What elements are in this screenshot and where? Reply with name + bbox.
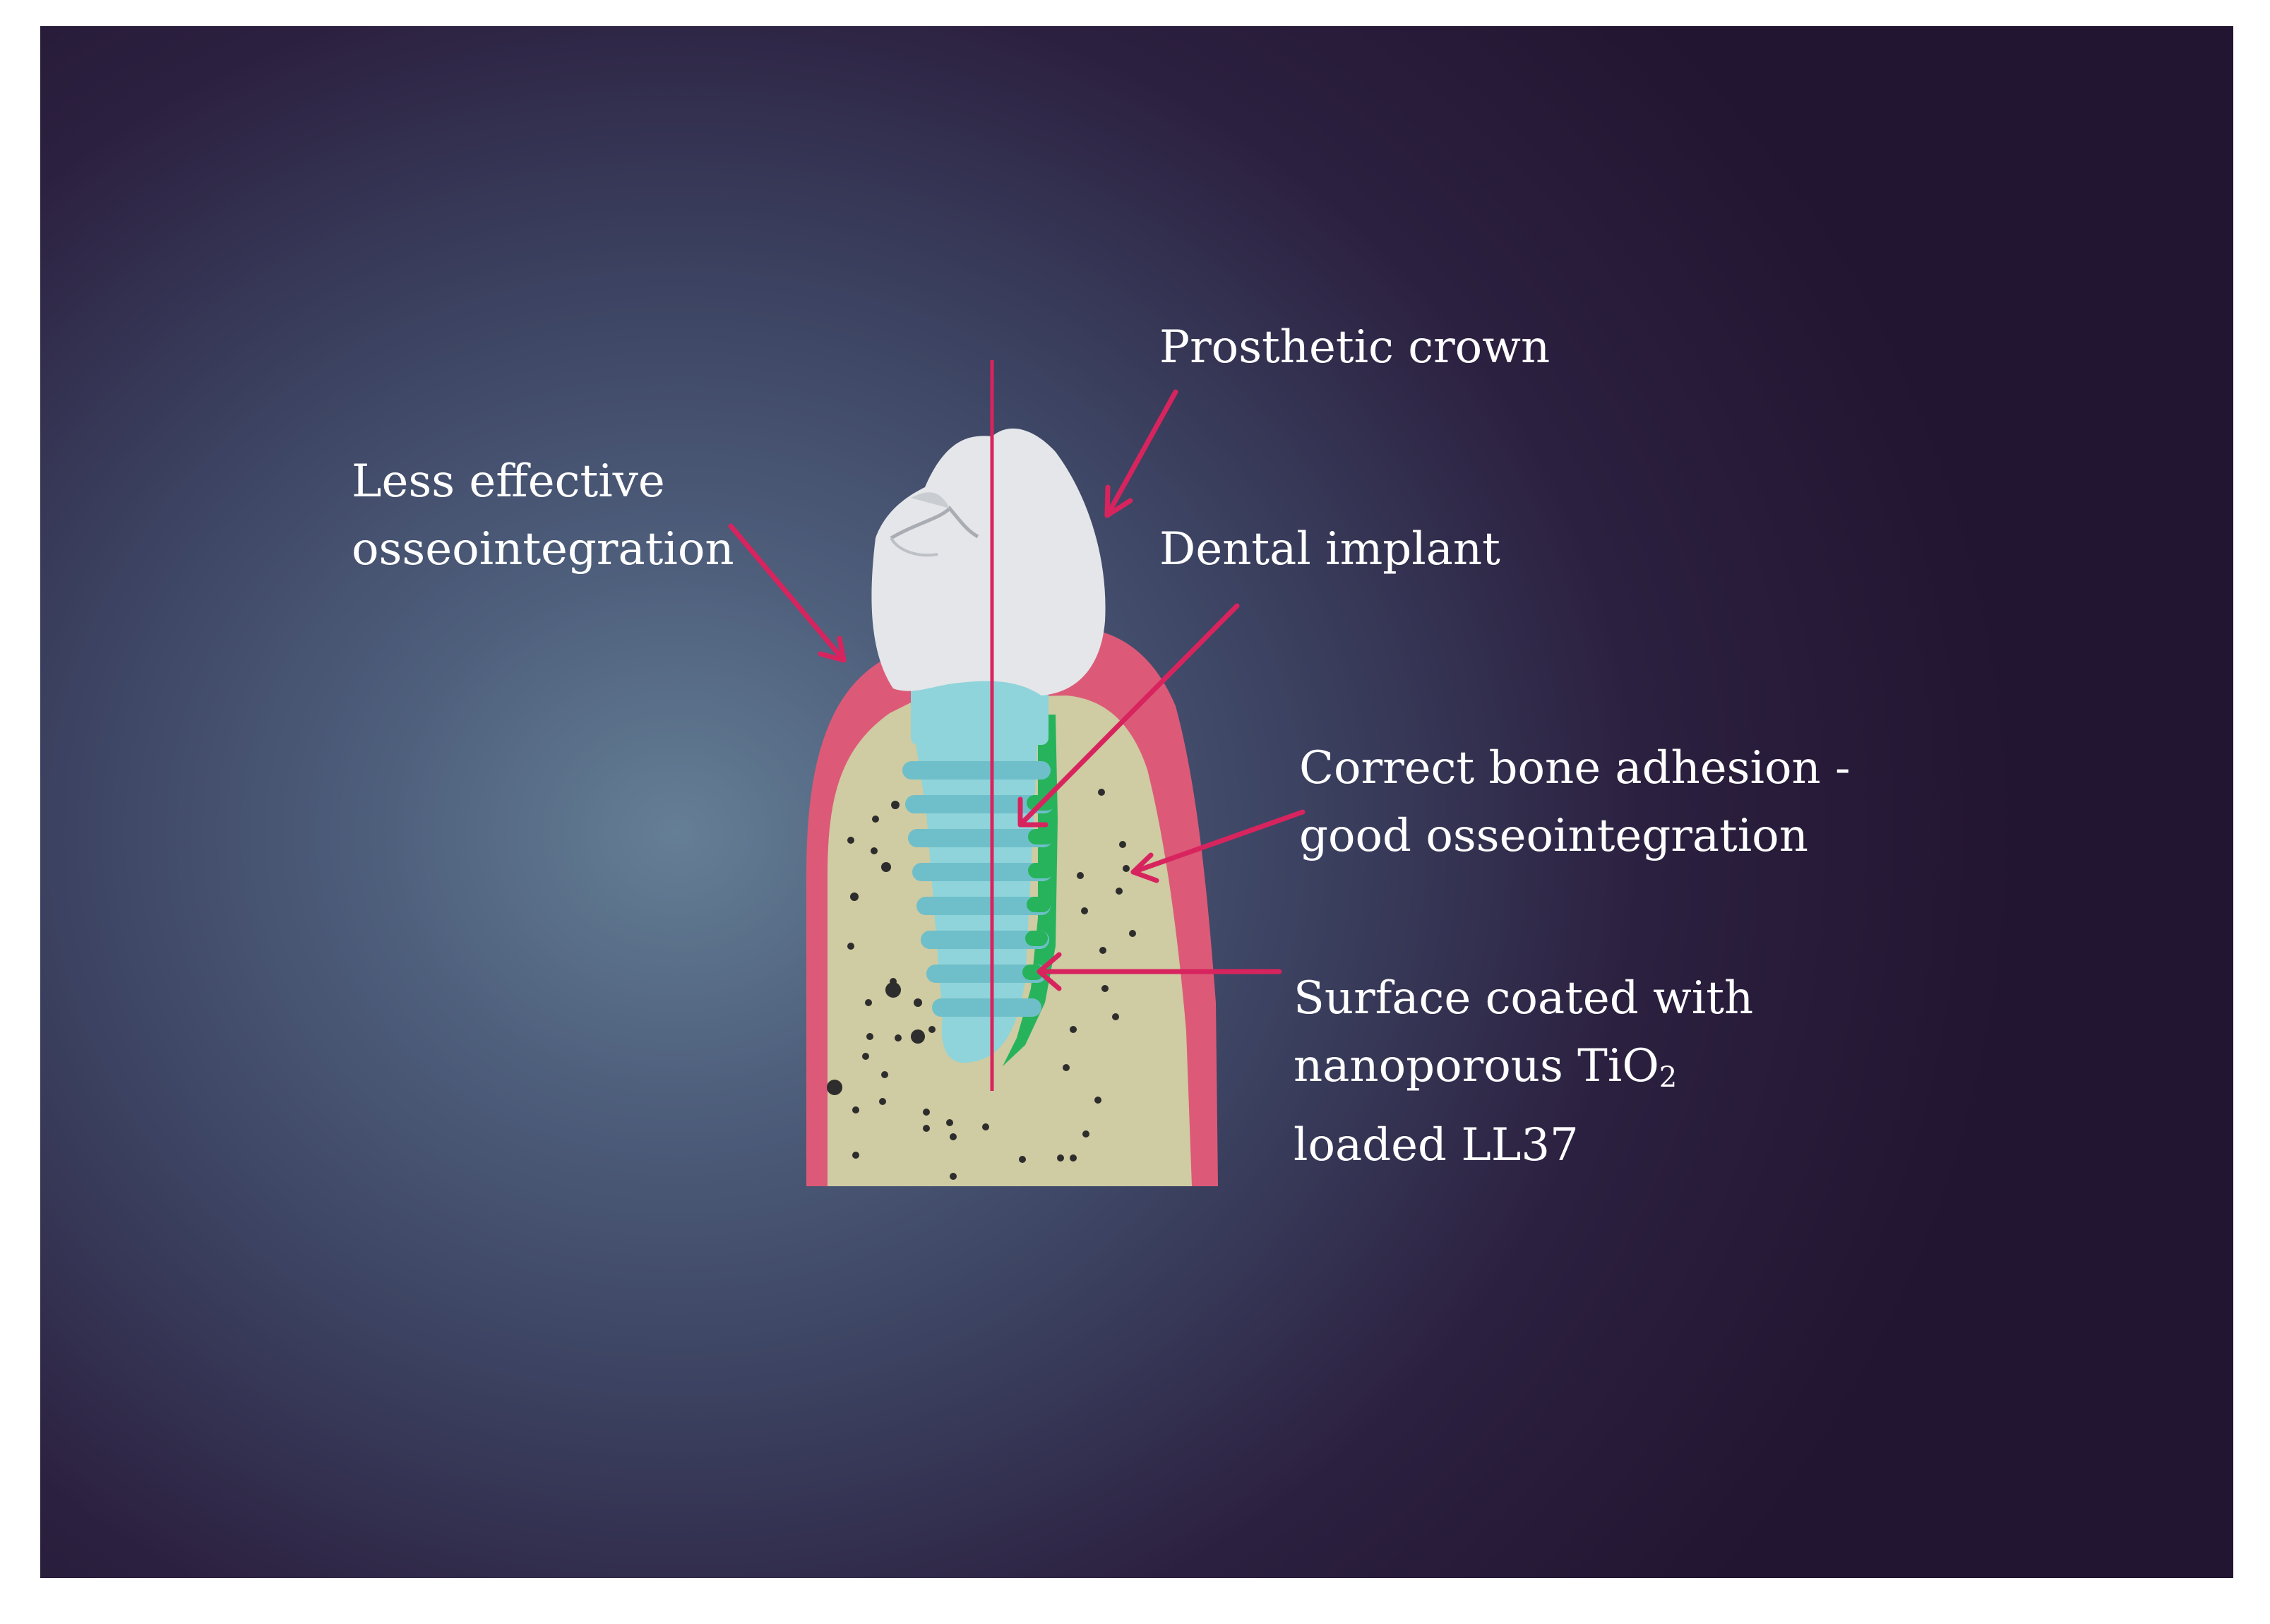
label-less-effective: Less effective osseointegration: [352, 448, 734, 583]
arrow-surface: [1037, 952, 1282, 991]
label-prosthetic-crown-text: Prosthetic crown: [1159, 321, 1551, 374]
label-surface-line2-subscript: 2: [1659, 1061, 1678, 1094]
label-dental-implant-text: Dental implant: [1159, 523, 1500, 575]
arrow-less-effective: [728, 523, 847, 663]
label-surface-line2: nanoporous TiO2: [1294, 1032, 1753, 1111]
label-dental-implant: Dental implant: [1159, 515, 1500, 583]
label-correct-adhesion-line2: good osseointegration: [1299, 810, 1808, 862]
prosthetic-crown: [871, 428, 1106, 695]
label-surface-line2-text: nanoporous TiO: [1294, 1040, 1659, 1092]
label-less-effective-line1: Less effective: [352, 455, 665, 508]
label-correct-adhesion: Correct bone adhesion - good osseointegr…: [1299, 734, 1851, 870]
dental-implant: [902, 678, 1055, 1063]
label-surface-coated: Surface coated with nanoporous TiO2 load…: [1294, 965, 1753, 1179]
arrow-correct-adhesion: [1130, 809, 1306, 883]
label-correct-adhesion-line1: Correct bone adhesion -: [1299, 742, 1851, 794]
arrow-implant: [1017, 603, 1240, 828]
bone-particles: [827, 789, 1136, 1180]
arrow-crown: [1104, 389, 1178, 518]
label-surface-line3: loaded LL37: [1294, 1119, 1579, 1171]
label-less-effective-line2: osseointegration: [352, 523, 734, 575]
label-prosthetic-crown: Prosthetic crown: [1159, 314, 1550, 381]
annotation-arrows: [728, 389, 1306, 991]
label-surface-line1: Surface coated with: [1294, 972, 1754, 1025]
